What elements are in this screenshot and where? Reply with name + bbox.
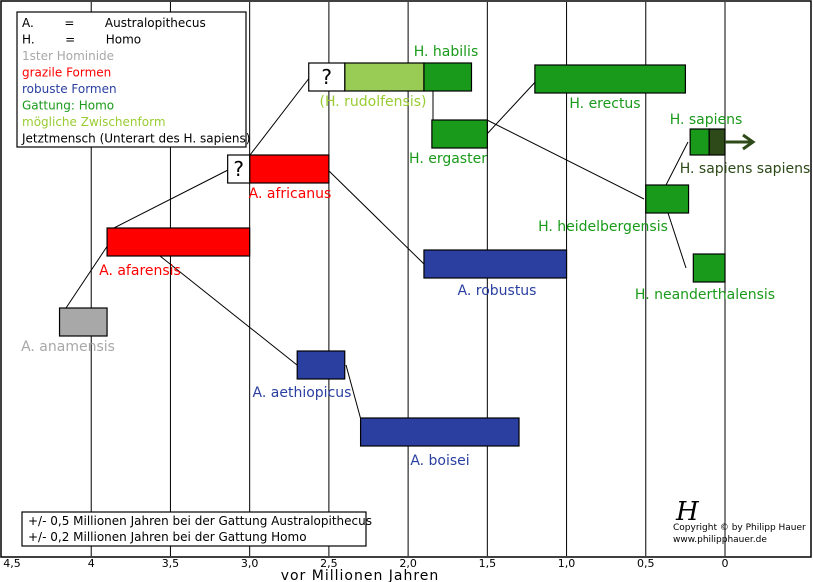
link-anamensis-afarensis bbox=[65, 241, 111, 309]
copyright-url: www.philipphauer.de bbox=[673, 535, 767, 545]
label-erectus: H. erectus bbox=[569, 96, 640, 112]
x-axis-ticks: 4,5 4 3,5 3,0 2,5 2,0 1,5 1,0 0,5 0 bbox=[3, 557, 728, 570]
note-homo: +/- 0,2 Millionen Jahren bei der Gattung… bbox=[28, 530, 307, 544]
bar-africanus bbox=[249, 154, 330, 184]
bar-robustus bbox=[423, 249, 568, 279]
legend-item-4: robuste Formen bbox=[22, 82, 117, 96]
label-anamensis: A. anamensis bbox=[21, 339, 115, 355]
link-africanus-rudolfensis bbox=[249, 76, 311, 156]
legend-box bbox=[16, 11, 247, 148]
label-heidelbergensis: H. heidelbergensis bbox=[538, 219, 668, 235]
uncertain-box-rudolfensis bbox=[308, 62, 346, 92]
label-africanus: A. africanus bbox=[249, 186, 332, 202]
legend-item-7: Jetztmensch (Unterart des H. sapiens) bbox=[21, 132, 250, 146]
link-afarensis-africanus bbox=[109, 169, 229, 231]
bar-rudolfensis bbox=[344, 62, 425, 92]
uncertain-box-africanus bbox=[227, 154, 251, 184]
x-tick-label: 3,5 bbox=[162, 557, 180, 570]
bar-neanderthalensis bbox=[692, 253, 726, 283]
label-neanderthalensis: H. neanderthalensis bbox=[635, 287, 775, 303]
label-boisei: A. boisei bbox=[410, 453, 469, 469]
x-tick-label: 4,5 bbox=[3, 557, 21, 570]
bar-aethiopicus bbox=[296, 350, 346, 380]
species-bars: ?? bbox=[58, 62, 756, 447]
legend: A. = Australopithecus H. = Homo 1ster Homi… bbox=[16, 11, 250, 148]
x-tick-label: 4 bbox=[88, 557, 95, 570]
copyright-text: Copyright © by Philipp Hauer bbox=[673, 523, 806, 533]
bar-sapiens_sapiens bbox=[708, 128, 726, 156]
link-ergaster-heidelbergensis bbox=[486, 119, 645, 200]
legend-item-2: 1ster Hominide bbox=[22, 49, 114, 63]
label-rudolfensis: (H. rudolfensis) bbox=[320, 94, 427, 110]
x-tick-label: 0,5 bbox=[637, 557, 655, 570]
link-afarensis-aethiopicus bbox=[159, 255, 298, 366]
notes-frame bbox=[21, 511, 367, 547]
label-aethiopicus: A. aethiopicus bbox=[253, 385, 352, 401]
x-tick-label: 1,0 bbox=[558, 557, 576, 570]
legend-item-0: A. = Australopithecus bbox=[22, 16, 206, 30]
question-mark-africanus: ? bbox=[233, 157, 244, 181]
x-tick-label: 0 bbox=[722, 557, 729, 570]
x-axis-label: vor Millionen Jahren bbox=[281, 568, 440, 582]
bar-anamensis bbox=[58, 307, 108, 337]
bar-ergaster bbox=[431, 119, 488, 149]
label-sapiens_sapiens: H. sapiens sapiens bbox=[680, 161, 811, 177]
lineage-links bbox=[65, 76, 689, 432]
bar-heidelbergensis bbox=[645, 184, 690, 214]
label-ergaster: H. ergaster bbox=[409, 151, 487, 167]
copyright-block: H Copyright © by Philipp Hauer www.phili… bbox=[673, 497, 806, 545]
question-mark-rudolfensis: ? bbox=[321, 65, 332, 89]
bar-boisei bbox=[359, 417, 520, 447]
label-habilis: H. habilis bbox=[414, 44, 478, 60]
x-tick-label: 2,5 bbox=[320, 557, 338, 570]
legend-item-1: H. = Homo bbox=[22, 33, 141, 47]
x-tick-label: 3,0 bbox=[241, 557, 259, 570]
bar-habilis bbox=[423, 62, 473, 92]
label-sapiens: H. sapiens bbox=[670, 112, 743, 128]
legend-item-5: Gattung: Homo bbox=[22, 99, 114, 113]
notes-box: +/- 0,5 Millionen Jahren bei der Gattung… bbox=[21, 511, 372, 547]
species-labels: A. anamensis A. afarensis A. africanus A. a… bbox=[21, 44, 810, 469]
bar-afarensis bbox=[106, 227, 251, 257]
legend-item-3: grazile Formen bbox=[22, 66, 111, 80]
note-australopithecus: +/- 0,5 Millionen Jahren bei der Gattung… bbox=[28, 514, 372, 528]
legend-items: A. = Australopithecus H. = Homo 1ster Homi… bbox=[21, 16, 250, 146]
bar-sapiens bbox=[689, 128, 710, 156]
link-heidelbergensis-neanderthalensis bbox=[667, 212, 687, 269]
x-tick-label: 1,5 bbox=[479, 557, 497, 570]
arrow-head bbox=[742, 133, 756, 151]
label-robustus: A. robustus bbox=[458, 283, 537, 299]
bar-erectus bbox=[534, 64, 686, 94]
logo-signature: H bbox=[675, 497, 700, 527]
legend-item-6: mögliche Zwischenform bbox=[22, 115, 166, 129]
link-africanus-robustus bbox=[327, 169, 425, 265]
label-afarensis: A. afarensis bbox=[99, 263, 181, 279]
link-heidelbergensis-sapiens bbox=[665, 141, 689, 186]
x-tick-label: 2,0 bbox=[399, 557, 417, 570]
